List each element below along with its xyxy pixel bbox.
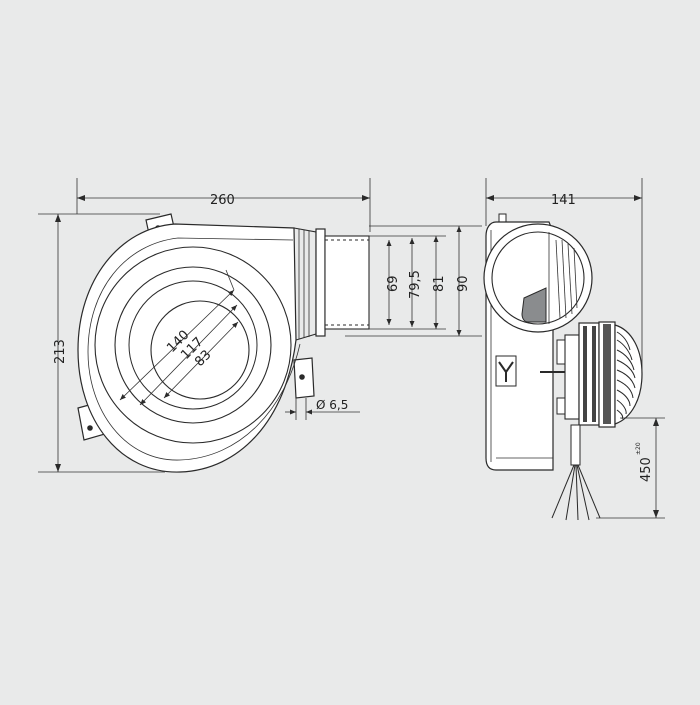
outlet-d3-label: 81 [432,275,447,292]
outlet-d1-label: 69 [386,275,401,292]
cable-tolerance-label: ±20 [635,442,642,455]
cable-wires [551,464,601,521]
inner-insert [521,287,547,323]
depth-label: 141 [551,193,576,208]
height-label: 213 [53,339,68,364]
front-view: 140 117 83 Ø 6,5 260 213 [38,178,482,473]
logo-mark [495,355,517,387]
mounting-tab-right [293,357,315,399]
outlet-diameter-dims: 69 79,5 81 90 [345,225,482,337]
cable-length-label: 450 [639,457,654,482]
cable-length-dim: 450 ±20 [596,417,665,519]
height-dim: 213 [38,213,165,473]
outlet-d2-label: 79,5 [408,270,423,299]
width-dim: 260 [76,178,371,232]
width-label: 260 [210,193,235,208]
depth-dim: 141 [485,178,643,372]
motor-fins [616,331,636,420]
hole-dim: Ø 6,5 [285,398,360,420]
side-view: 141 450 ±20 [483,178,665,521]
hole-label: Ø 6,5 [316,398,348,412]
outlet-d4-label: 90 [456,275,471,292]
motor [564,321,643,428]
outlet-spigot [315,228,370,337]
impeller-lines [555,239,578,319]
